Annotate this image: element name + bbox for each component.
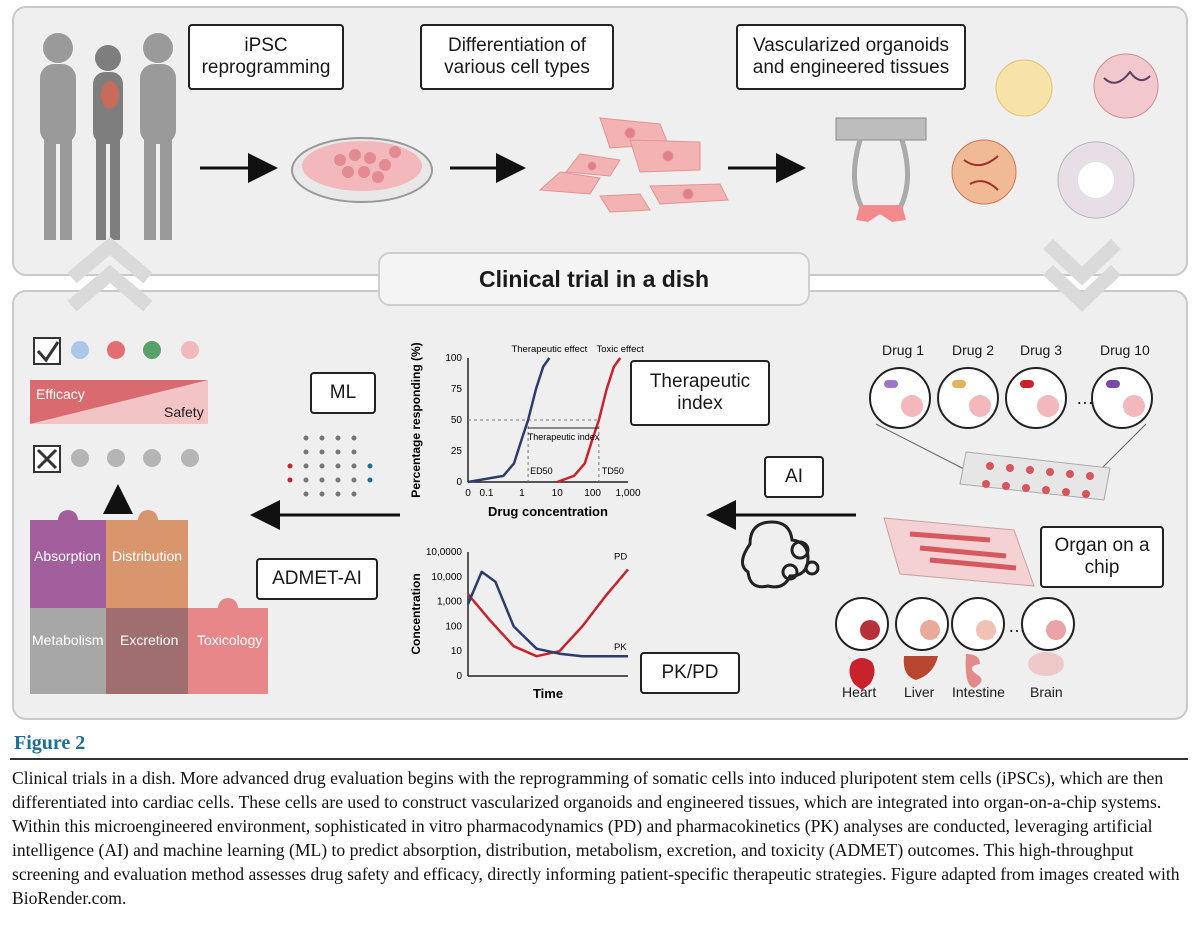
series-line xyxy=(466,570,628,658)
organ-chip-icon xyxy=(883,517,1035,587)
organ-label-brain: Brain xyxy=(1030,684,1063,700)
figure-label: Figure 2 xyxy=(14,732,86,754)
bubble-ipsc: iPSC reprogramming xyxy=(188,24,344,90)
differentiated-cells-icon xyxy=(538,117,729,213)
drug-tests-icon xyxy=(869,367,1153,471)
bubble-admet-ai: ADMET-AI xyxy=(256,558,378,600)
caption-rule xyxy=(10,758,1188,760)
organ-label-heart: Heart xyxy=(842,684,877,700)
chip-plate-icon xyxy=(959,451,1111,501)
annotation-index: Therapeutic index xyxy=(528,432,600,442)
y-tick-label: 0 xyxy=(456,477,462,488)
organ-tests-icon xyxy=(835,597,1075,651)
organ-ellipsis: … xyxy=(1008,616,1026,636)
checkbox-x-icon xyxy=(33,445,61,473)
y-tick-label: 75 xyxy=(451,384,463,395)
series-label: Therapeutic effect xyxy=(511,344,587,355)
organ-images-icon xyxy=(849,652,1064,690)
drug-label-2: Drug 2 xyxy=(952,342,995,358)
y-tick-label: 0 xyxy=(456,671,462,682)
bubble-therapeutic-index: Therapeutic index xyxy=(630,360,770,426)
annotation-ed50: ED50 xyxy=(530,466,553,476)
cell-clusters-bottom-icon xyxy=(71,449,199,467)
y-tick-label: 10,0000 xyxy=(426,547,463,558)
chevron-up-icon xyxy=(67,236,153,312)
organ-label-liver: Liver xyxy=(904,684,935,700)
human-silhouettes-icon xyxy=(40,33,176,240)
ai-brain-icon xyxy=(741,520,820,589)
x-tick-label: 100 xyxy=(584,488,601,499)
x-tick-label: 10 xyxy=(552,488,564,499)
x-tick-label: 0 xyxy=(465,488,471,499)
series-line xyxy=(467,357,551,484)
pkpd-chart: 0 10 100 1,000 10,000 10,0000 PD PK Time Concentr… xyxy=(409,547,629,701)
drug-label-10: Drug 10 xyxy=(1100,342,1150,358)
bubble-pkpd: PK/PD xyxy=(640,652,740,694)
therapeutic-index-text: Therapeutic index xyxy=(649,371,751,414)
organ-chip-text: Organ on a chip xyxy=(1054,535,1150,578)
bubble-organ-chip: Organ on a chip xyxy=(1040,526,1164,588)
bubble-ml: ML xyxy=(310,372,376,414)
organoids-text: Vascularized organoids and engineered ti… xyxy=(752,35,950,78)
y-axis-label: Percentage responding (%) xyxy=(409,342,423,497)
figure-caption: Clinical trials in a dish. More advanced… xyxy=(12,768,1180,908)
y-tick-label: 25 xyxy=(451,446,463,457)
puzzle-excretion: Excretion xyxy=(120,632,179,648)
x-tick-label: 0.1 xyxy=(480,488,494,499)
organoids-icon xyxy=(951,53,1159,219)
pkpd-text: PK/PD xyxy=(661,662,719,684)
y-tick-label: 1,000 xyxy=(437,597,462,608)
puzzle-toxicology: Toxicology xyxy=(197,632,263,648)
admet-ai-text: ADMET-AI xyxy=(272,568,362,590)
drug-ellipsis: … xyxy=(1076,388,1094,408)
bubble-differentiation: Differentiation of various cell types xyxy=(420,24,614,90)
center-title-text: Clinical trial in a dish xyxy=(478,265,710,292)
bubble-organoids: Vascularized organoids and engineered ti… xyxy=(736,24,966,90)
bubble-ai: AI xyxy=(764,456,824,498)
ml-dot-grid xyxy=(287,435,373,497)
x-tick-label: 1 xyxy=(519,488,525,499)
ml-text: ML xyxy=(329,382,357,404)
x-tick-label: 1,000 xyxy=(615,488,640,499)
y-axis-label: Concentration xyxy=(409,573,423,654)
safety-label: Safety xyxy=(164,404,204,420)
tissue-holder-icon xyxy=(835,117,927,222)
series-line xyxy=(556,357,622,484)
cell-clusters-top-icon xyxy=(71,341,199,359)
series-label: PK xyxy=(614,642,627,653)
drug-label-3: Drug 3 xyxy=(1020,342,1063,358)
center-title: Clinical trial in a dish xyxy=(378,252,810,306)
x-axis-label: Time xyxy=(533,686,563,701)
diagram-graphics xyxy=(30,33,1159,694)
puzzle-absorption: Absorption xyxy=(34,548,101,564)
ipsc-text: iPSC reprogramming xyxy=(201,35,331,78)
organ-label-intestine: Intestine xyxy=(952,684,1005,700)
differentiation-text: Differentiation of various cell types xyxy=(444,35,590,78)
efficacy-label: Efficacy xyxy=(36,386,85,402)
chevron-down-icon xyxy=(1043,238,1121,312)
puzzle-metabolism: Metabolism xyxy=(32,632,104,648)
puzzle-distribution: Distribution xyxy=(112,548,183,564)
y-tick-label: 10 xyxy=(451,646,463,657)
series-label: PD xyxy=(614,551,627,562)
admet-puzzle-icon xyxy=(30,510,268,694)
drug-label-1: Drug 1 xyxy=(882,342,925,358)
x-axis-label: Drug concentration xyxy=(488,504,608,519)
petri-dish-icon xyxy=(291,137,433,203)
annotation-td50: TD50 xyxy=(602,466,624,476)
y-tick-label: 10,000 xyxy=(431,572,462,583)
y-tick-label: 50 xyxy=(451,415,463,426)
series-line xyxy=(467,568,629,658)
checkbox-checked-icon xyxy=(33,337,61,365)
y-tick-label: 100 xyxy=(445,353,462,364)
dose-response-chart: 0 0.1 1 10 100 1,000 0 25 50 75 100 Therapeutic eff… xyxy=(409,342,644,519)
y-tick-label: 100 xyxy=(445,621,462,632)
ai-text: AI xyxy=(785,466,803,488)
series-label: Toxic effect xyxy=(596,344,644,355)
